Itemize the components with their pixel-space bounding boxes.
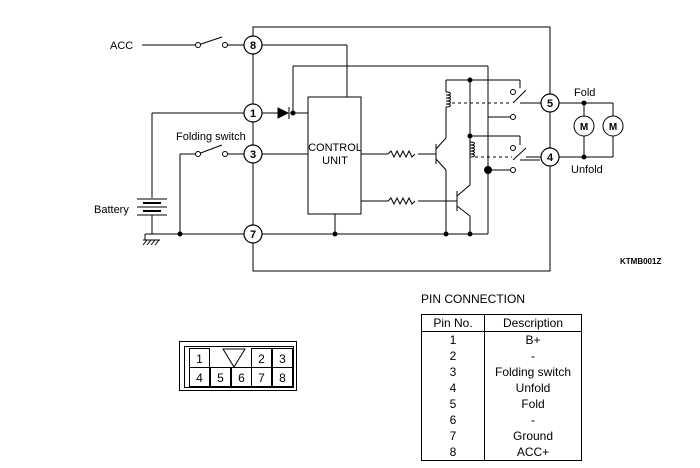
figure-code: KTMB001Z <box>620 257 661 266</box>
connector-face: 1 2 3 4 5 6 7 8 <box>179 341 297 391</box>
connector-pin: 5 <box>210 367 231 387</box>
control-unit-label-1: CONTROL <box>308 142 362 154</box>
pin-no-cell: 5 <box>421 396 485 412</box>
header-pin-no: Pin No. <box>421 314 485 332</box>
table-row: 6- <box>421 412 582 428</box>
pin-no-cell: 8 <box>421 444 485 461</box>
terminal-1 <box>243 103 263 123</box>
pin-no-cell: 7 <box>421 428 485 444</box>
description-cell: Fold <box>484 396 582 412</box>
motor-1-icon <box>573 115 595 137</box>
folding-switch-label: Folding switch <box>176 131 246 143</box>
pin-no-cell: 4 <box>421 380 485 396</box>
description-cell: B+ <box>484 331 582 348</box>
top-relay-blade <box>512 89 527 104</box>
key-notch-icon <box>222 348 246 368</box>
resistor-2-icon <box>387 196 416 206</box>
table-header-row: Pin No. Description <box>421 314 582 332</box>
description-cell: - <box>484 412 582 428</box>
pin-no-cell: 6 <box>421 412 485 428</box>
pin-no-cell: 2 <box>421 348 485 364</box>
terminal-8 <box>243 35 263 55</box>
battery-icon <box>137 198 167 216</box>
motor-2-label: M <box>609 122 617 133</box>
terminal-3 <box>243 144 263 164</box>
resistor-1-icon <box>387 149 416 159</box>
battery-label: Battery <box>94 204 129 216</box>
acc-switch-blade <box>197 36 223 46</box>
terminal-4 <box>540 147 560 167</box>
diode-icon <box>277 107 290 119</box>
unfold-label: Unfold <box>571 164 603 176</box>
relay-coil-bottom-icon <box>469 141 475 158</box>
terminal-7-label: 7 <box>250 229 256 241</box>
terminal-5-label: 5 <box>547 98 553 110</box>
terminal-1-label: 1 <box>250 108 256 120</box>
terminal-4-label: 4 <box>547 152 554 164</box>
bottom-relay-blade <box>512 147 527 161</box>
description-cell: Folding switch <box>484 364 582 380</box>
pin-no-cell: 1 <box>421 331 485 348</box>
terminal-8-label: 8 <box>250 40 256 52</box>
header-description: Description <box>484 314 582 332</box>
pin-no-cell: 3 <box>421 364 485 380</box>
acc-label: ACC <box>110 40 133 52</box>
wiring-diagram: 8 1 3 7 5 4 M M ACC Folding switch Batte… <box>94 26 661 272</box>
description-cell: - <box>484 348 582 364</box>
connector-pin: 6 <box>231 367 252 387</box>
table-row: 2- <box>421 348 582 364</box>
fold-label: Fold <box>574 87 595 99</box>
connector-pin: 4 <box>189 367 210 387</box>
folding-switch-blade <box>197 144 223 155</box>
motor-1-label: M <box>580 122 588 133</box>
terminal-7 <box>243 224 263 244</box>
pin-connection-title: PIN CONNECTION <box>421 292 526 306</box>
terminal-5 <box>540 93 560 113</box>
connector-pin: 7 <box>251 367 272 387</box>
motor-2-icon <box>602 115 624 137</box>
connector-pin: 1 <box>189 348 210 368</box>
description-cell: Ground <box>484 428 582 444</box>
connector-pin: 3 <box>272 348 293 368</box>
connector-pin: 8 <box>272 367 293 387</box>
connector-pin: 2 <box>251 348 272 368</box>
description-cell: ACC+ <box>484 444 582 461</box>
description-cell: Unfold <box>484 380 582 396</box>
relay-coil-top-icon <box>445 91 451 108</box>
terminal-3-label: 3 <box>250 149 256 161</box>
control-unit-label-2: UNIT <box>322 155 348 167</box>
